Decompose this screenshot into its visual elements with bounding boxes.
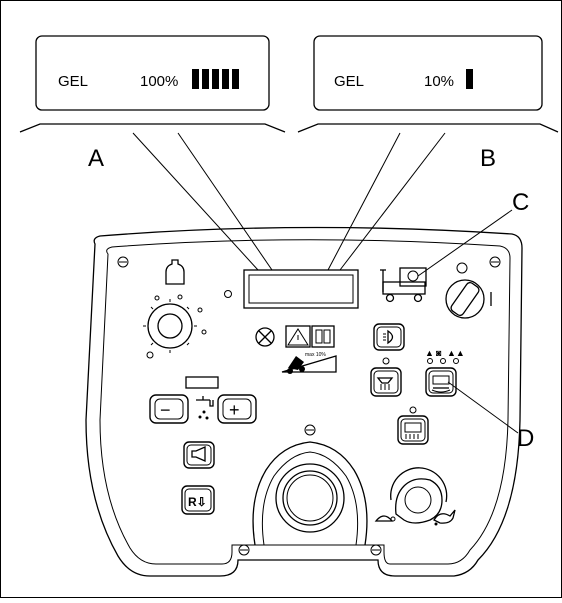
headlight-icon <box>383 329 394 345</box>
screw-bottom-left <box>238 544 250 556</box>
brush-button[interactable] <box>397 415 429 445</box>
display-b-screen <box>313 35 543 111</box>
vacuum-icon <box>376 377 394 390</box>
detergent-flow-knob[interactable] <box>143 294 207 359</box>
flow-decrease-button[interactable]: − <box>149 394 189 424</box>
flow-minus-label: − <box>160 400 171 420</box>
level-bar <box>212 69 219 89</box>
display-leader-lines <box>132 132 446 271</box>
display-a-level-bars <box>192 69 239 89</box>
display-indicator-led <box>224 290 232 298</box>
display-a-value: 100% <box>140 73 178 90</box>
flow-plus-label: + <box>229 400 240 420</box>
safety-icons-group: max 10% <box>255 325 337 374</box>
drive-lever[interactable] <box>252 441 368 546</box>
water-tap-icon <box>196 396 214 420</box>
slope-max-chip: max 10% <box>305 352 326 358</box>
callout-label-c: C <box>512 189 529 216</box>
detergent-bottle-icon <box>165 259 185 285</box>
turtle-slow-icon <box>374 515 396 522</box>
speed-knob[interactable] <box>374 467 456 526</box>
callout-d-leader <box>447 381 519 434</box>
horn-button[interactable] <box>183 441 215 469</box>
screw-bottom-right <box>370 544 382 556</box>
screw-top-left <box>117 256 129 268</box>
brush-led <box>409 406 417 414</box>
vacuum-led <box>382 357 390 365</box>
screw-joystick-top <box>304 424 316 436</box>
brush-pressure-levels-icon: ▲ ◙ ▲▲ <box>425 348 465 364</box>
display-b-callout: GEL 10% B <box>297 35 559 172</box>
level-bar <box>222 69 229 89</box>
vacuum-button[interactable] <box>370 367 402 397</box>
hare-fast-icon <box>433 509 456 526</box>
horn-icon <box>191 445 206 463</box>
svg-text:◙: ◙ <box>436 348 442 358</box>
flow-increase-button[interactable]: + <box>217 394 257 424</box>
level-bar <box>192 69 199 89</box>
machine-status-icon <box>380 267 427 303</box>
display-b-level-bars <box>466 69 473 89</box>
panel-display <box>243 269 359 309</box>
svg-text:▲▲: ▲▲ <box>447 348 465 358</box>
display-a-screen <box>35 35 270 111</box>
reverse-button[interactable]: R⇩ <box>181 485 215 515</box>
level-bar <box>202 69 209 89</box>
display-b-label: GEL <box>334 73 364 90</box>
screw-top-right <box>489 256 501 268</box>
svg-text:▲: ▲ <box>425 348 434 358</box>
work-light-button[interactable] <box>373 323 405 351</box>
display-a-callout: GEL 100% A <box>19 35 286 172</box>
level-bar <box>232 69 239 89</box>
key-switch-led <box>456 262 468 274</box>
brush-pressure-button[interactable] <box>425 367 457 397</box>
display-b-value: 10% <box>424 73 454 90</box>
callout-label-a: A <box>88 145 104 172</box>
console-panel <box>85 226 523 577</box>
level-bar <box>466 69 473 89</box>
no-tools-icon <box>255 327 275 347</box>
display-a-label: GEL <box>58 73 88 90</box>
manual-book-icon <box>311 325 335 348</box>
warning-icon <box>285 325 311 348</box>
reverse-label: R⇩ <box>188 495 207 509</box>
flow-level-indicator <box>185 376 219 389</box>
callout-label-d: D <box>517 425 534 452</box>
callout-label-b: B <box>480 145 496 172</box>
callout-c-leader <box>417 209 513 277</box>
key-switch[interactable] <box>445 262 492 319</box>
display-b-bracket <box>297 123 559 133</box>
slope-max-icon: max 10% <box>281 352 337 374</box>
display-a-bracket <box>19 123 286 133</box>
